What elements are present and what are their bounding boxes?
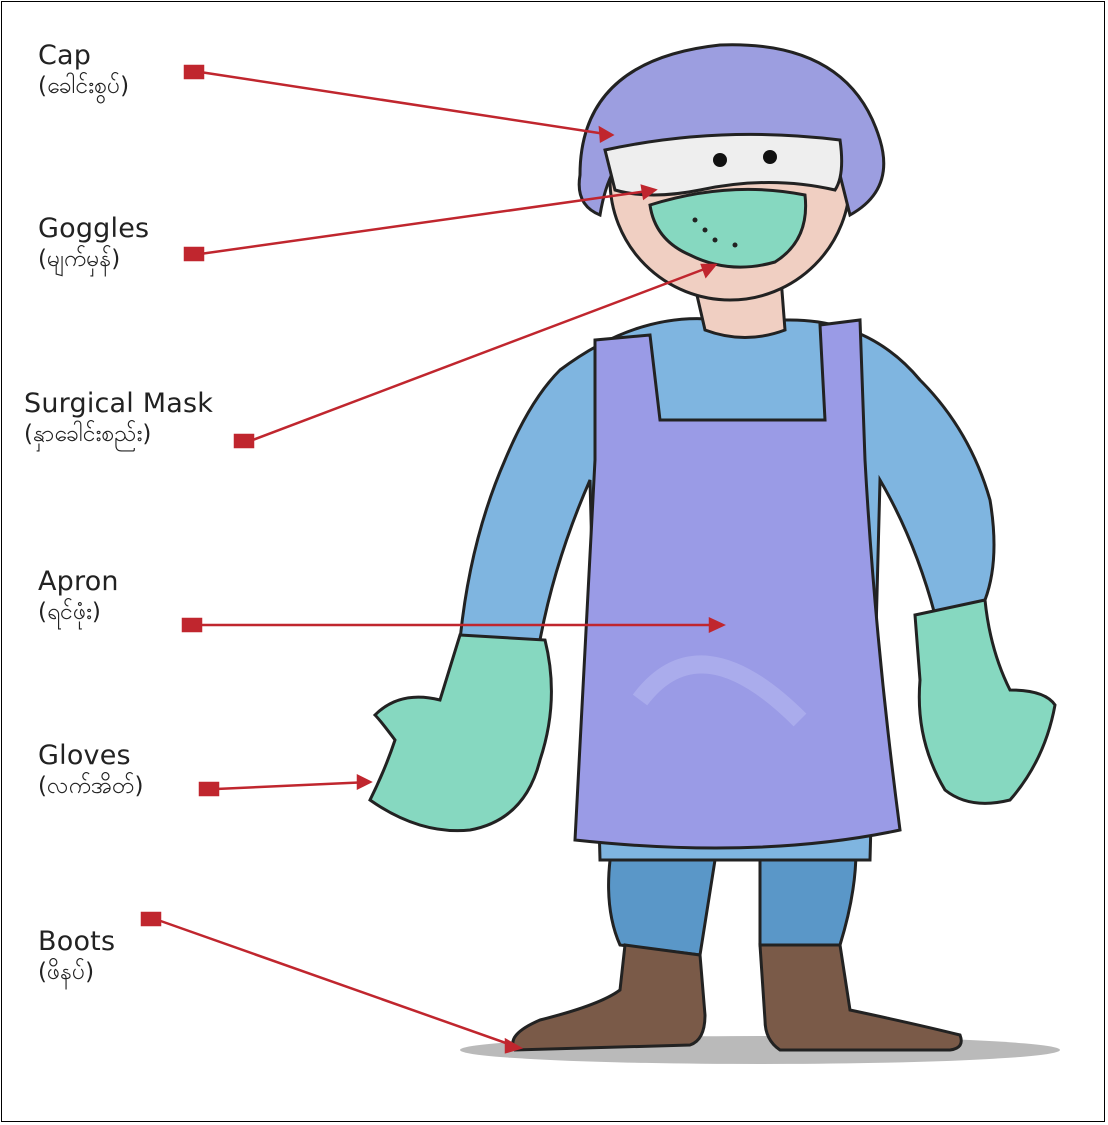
label-goggles-my: (မျက်မှန်) (38, 246, 149, 272)
label-cap-en: Cap (38, 40, 129, 71)
goggles (605, 134, 842, 195)
boots (513, 945, 961, 1050)
label-mask-en: Surgical Mask (24, 388, 213, 419)
label-mask-my: (နှာခေါင်းစည်း) (24, 421, 213, 447)
gloves-pointer (200, 776, 370, 795)
label-apron-my: (ရင်ဖုံး) (38, 599, 119, 625)
cap-pointer (185, 66, 612, 141)
label-apron-en: Apron (38, 566, 119, 597)
label-mask: Surgical Mask (နှာခေါင်းစည်း) (24, 388, 213, 447)
label-gloves-en: Gloves (38, 740, 144, 771)
label-goggles: Goggles (မျက်မှန်) (38, 213, 149, 272)
label-boots-my: (ဖိနပ်) (38, 959, 115, 985)
label-gloves: Gloves (လက်အိတ်) (38, 740, 144, 799)
label-boots-en: Boots (38, 926, 115, 957)
label-gloves-my: (လက်အိတ်) (38, 773, 144, 799)
label-goggles-en: Goggles (38, 213, 149, 244)
label-boots: Boots (ဖိနပ်) (38, 926, 115, 985)
label-cap-my: (ခေါင်းစွပ်) (38, 73, 129, 99)
label-apron: Apron (ရင်ဖုံး) (38, 566, 119, 625)
label-cap: Cap (ခေါင်းစွပ်) (38, 40, 129, 99)
boots-pointer (142, 913, 520, 1052)
